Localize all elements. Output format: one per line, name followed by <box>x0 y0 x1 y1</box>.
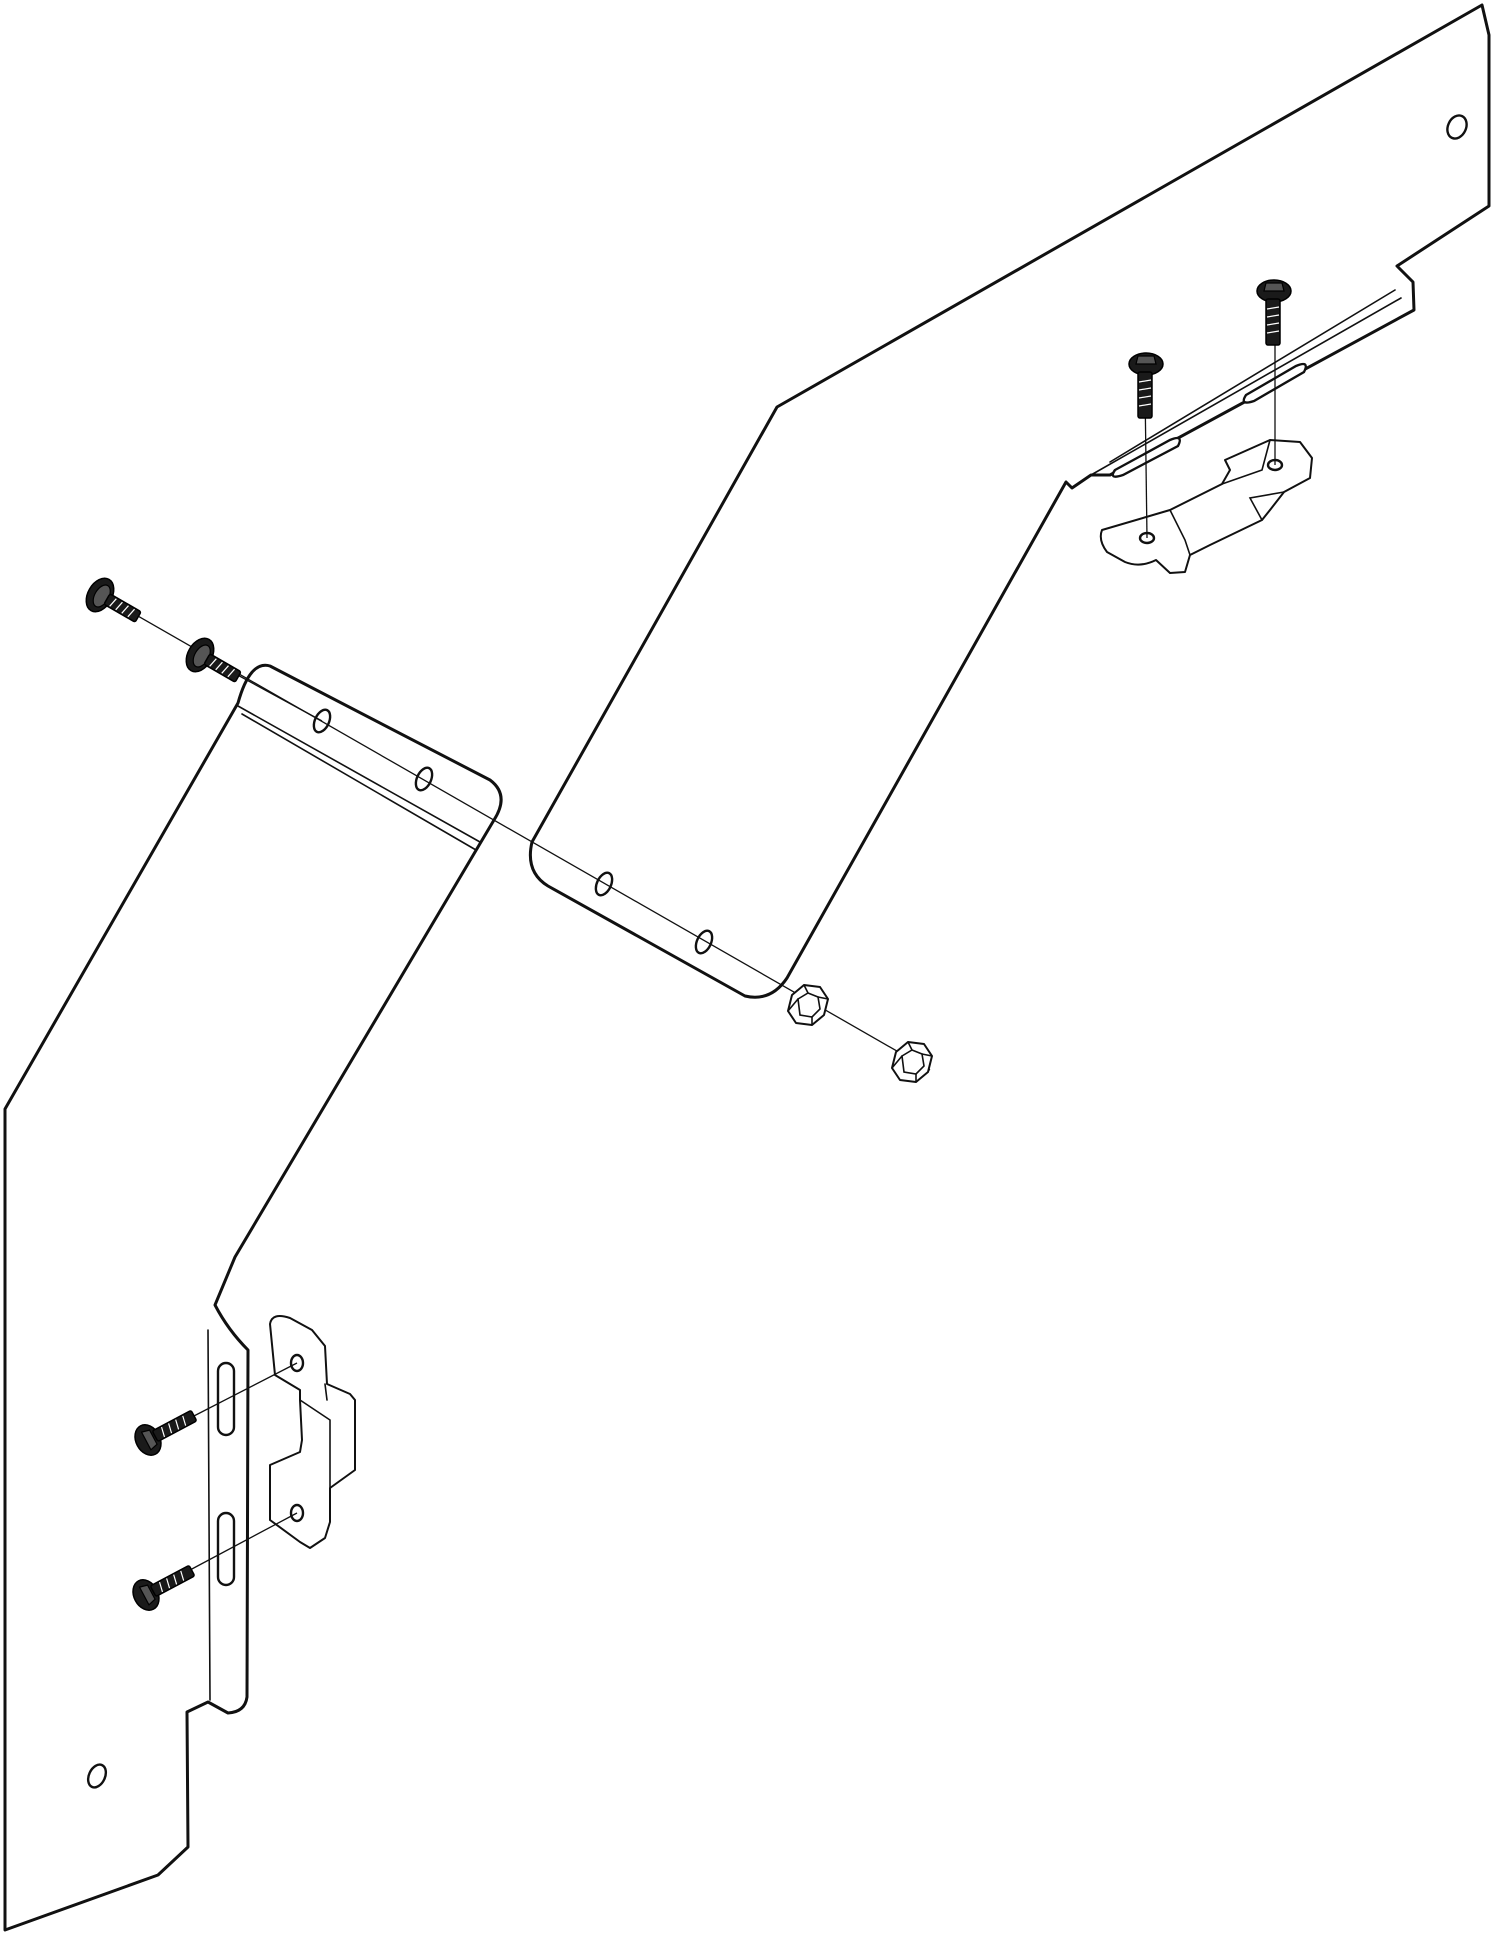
flange-bolt-inner <box>185 637 242 683</box>
upper-mounting-clip <box>1099 439 1313 574</box>
upper-panel-hole-b <box>694 929 714 955</box>
upper-screw-right <box>1256 279 1292 346</box>
flange-bolt-outer <box>85 577 142 623</box>
lower-screw-bottom <box>132 1565 195 1611</box>
lower-flange-slot-bottom <box>216 1511 236 1587</box>
upper-bracket-panel <box>528 3 1491 999</box>
hex-nut-outer <box>891 1041 933 1083</box>
upper-screw-left <box>1128 352 1164 419</box>
lower-panel-hole <box>86 1763 108 1789</box>
lower-mounting-clip <box>269 1315 356 1549</box>
lower-screw-top <box>134 1410 197 1456</box>
hex-nut-inner <box>787 984 829 1026</box>
lower-bracket-panel <box>3 663 503 1932</box>
upper-panel-hole <box>1446 114 1468 140</box>
